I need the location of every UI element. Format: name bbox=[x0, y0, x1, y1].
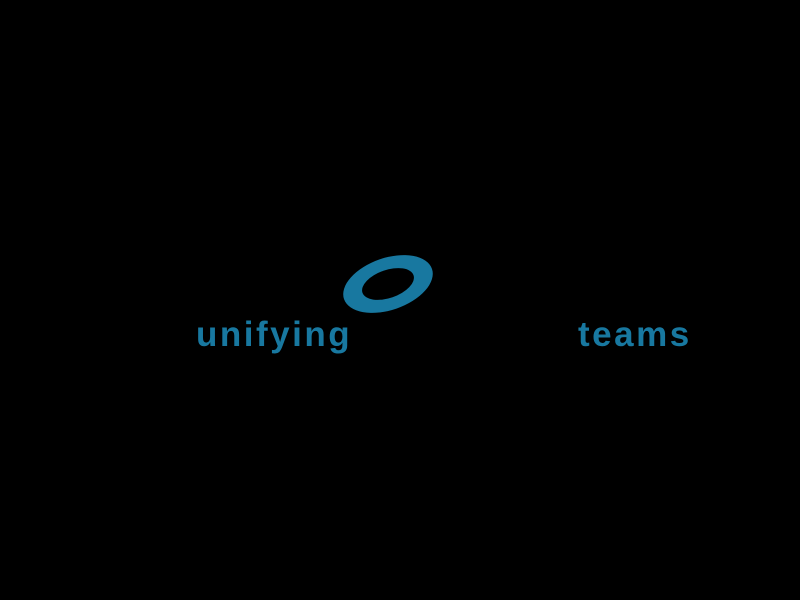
logo-word-unifying: unifying bbox=[196, 315, 353, 354]
logo-word-teams: teams bbox=[578, 315, 692, 354]
ring-inner-hole bbox=[362, 268, 414, 300]
tilted-ellipse-ring-icon bbox=[343, 255, 433, 313]
